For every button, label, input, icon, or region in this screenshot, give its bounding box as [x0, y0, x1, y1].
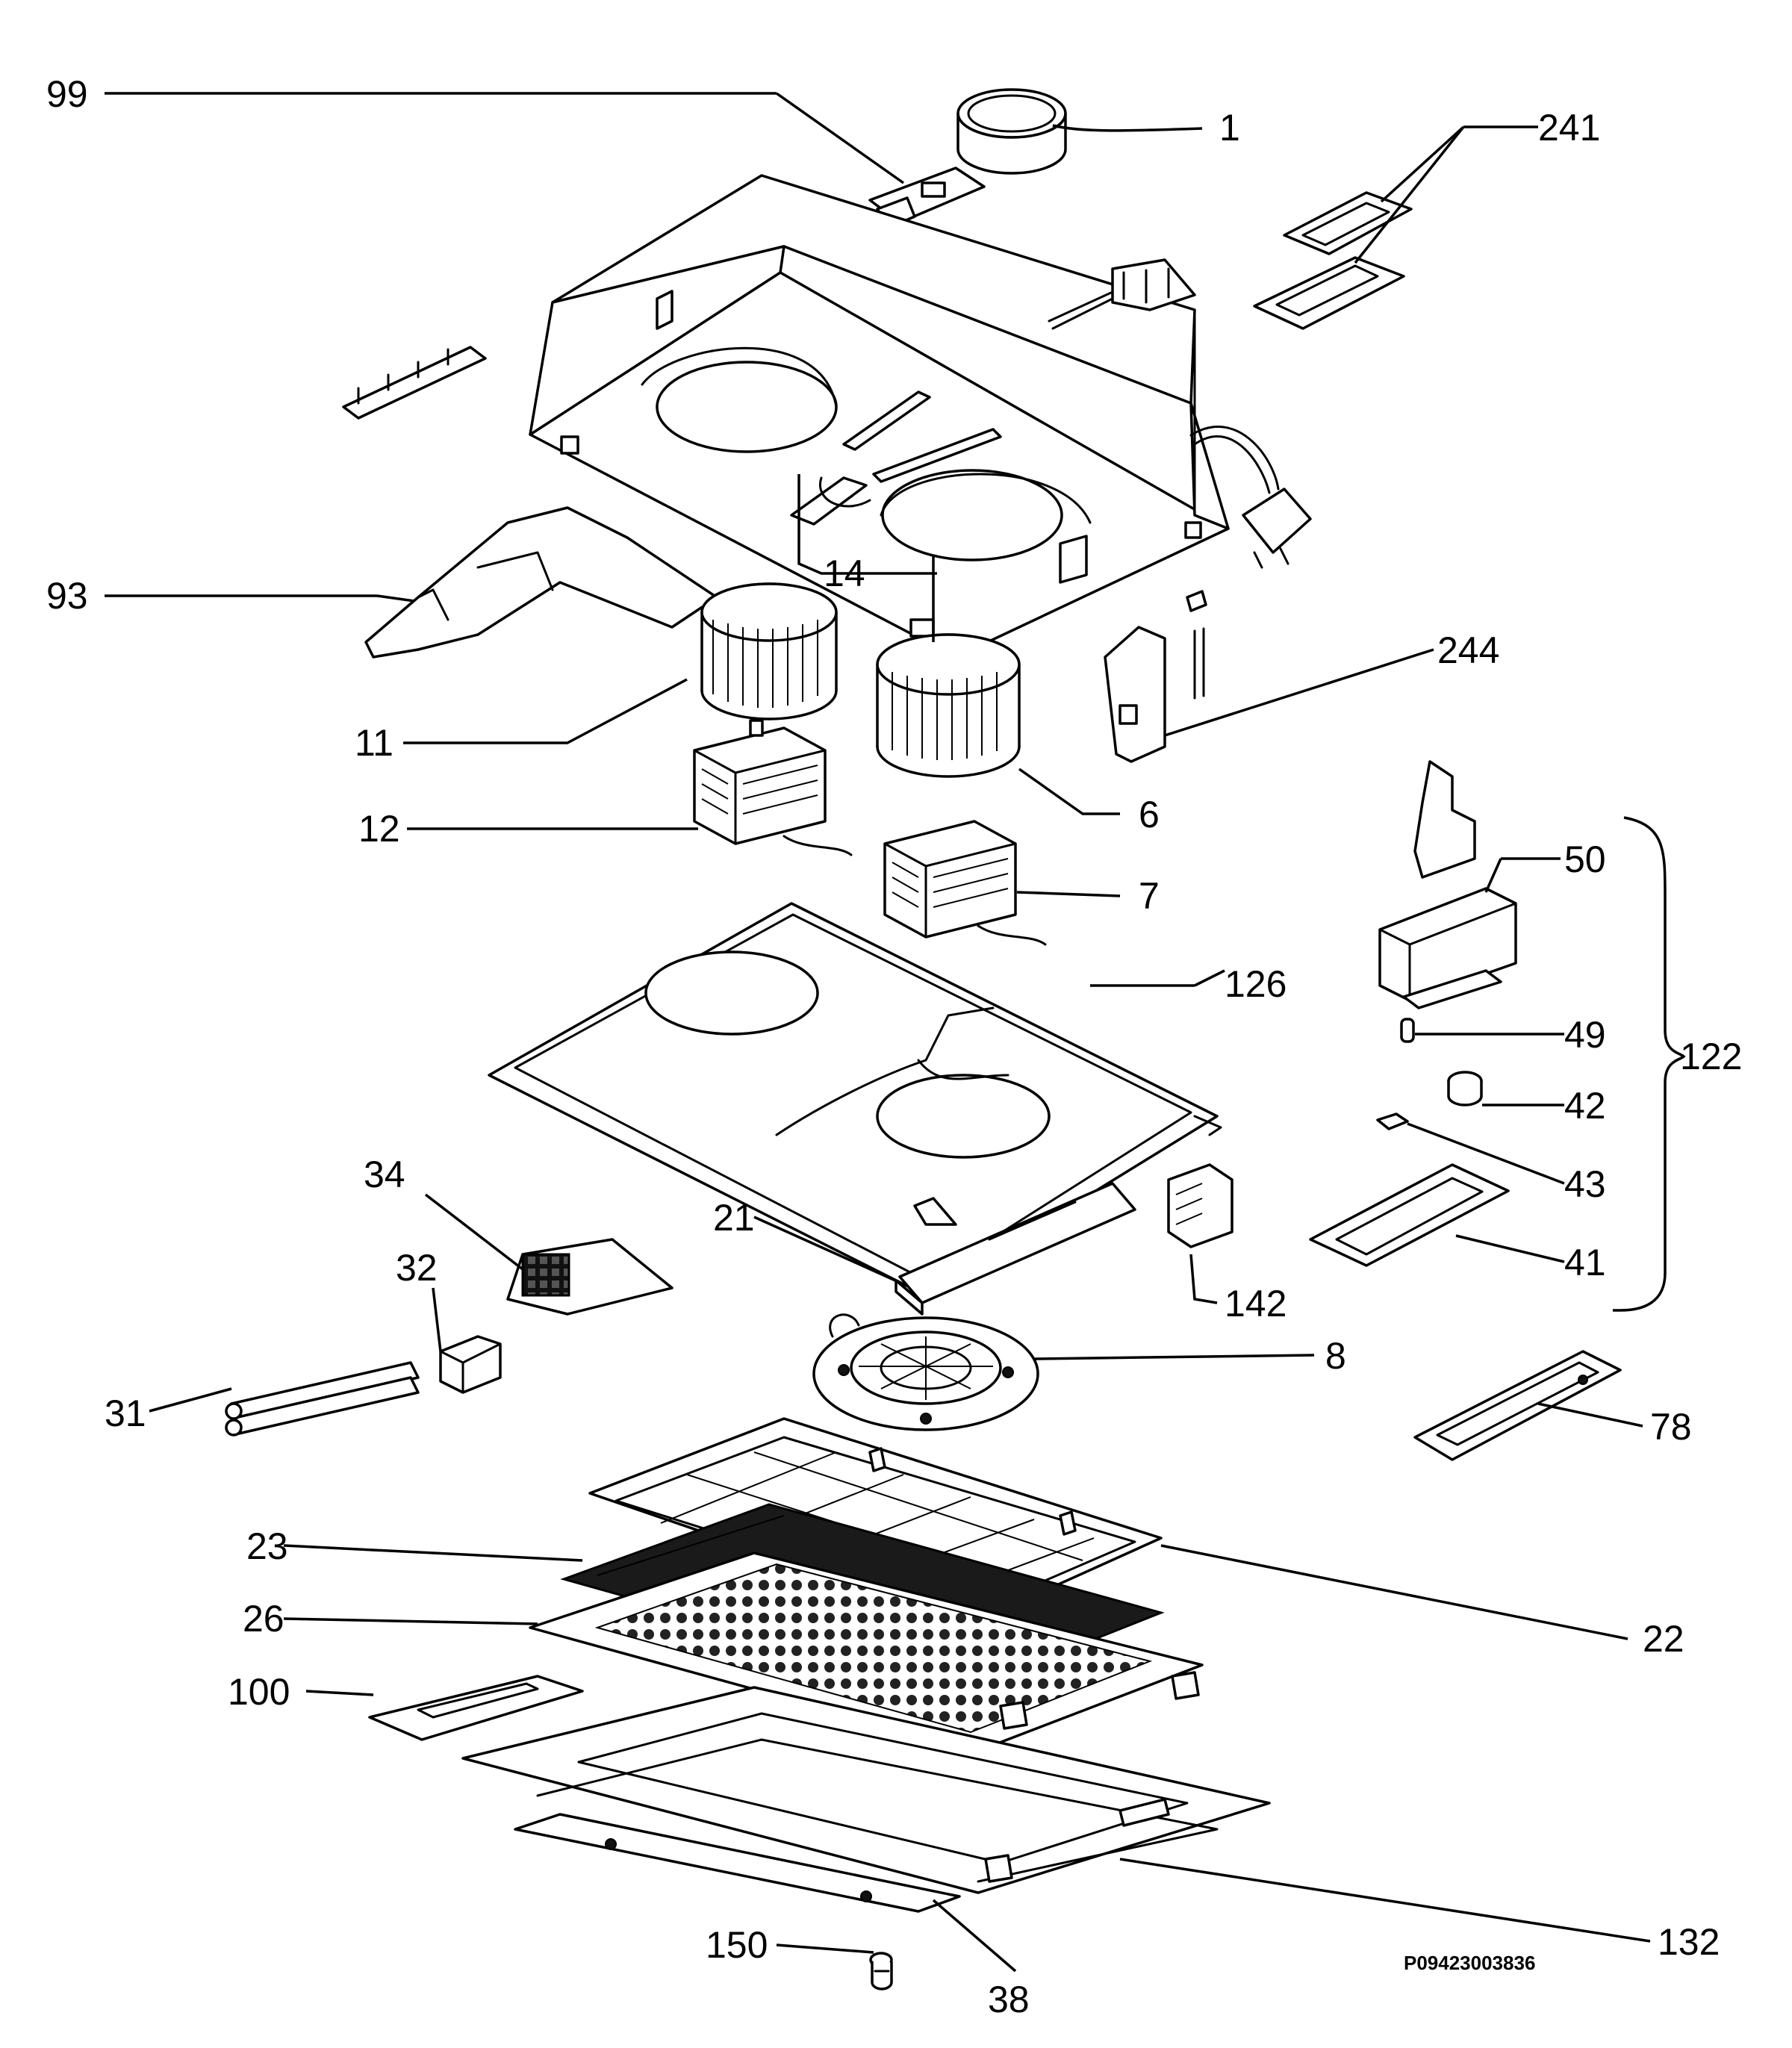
part-34-lamp-cover [506, 1238, 673, 1316]
group-122-bracket [1613, 816, 1686, 1312]
callout-142: 142 [1225, 1283, 1287, 1325]
part-32-lamp-holder [439, 1335, 502, 1394]
part-241-cover-pair [1253, 191, 1413, 330]
callout-49: 49 [1564, 1014, 1606, 1056]
callout-32: 32 [396, 1247, 438, 1289]
part-26-perforated-grid [529, 1551, 1204, 1752]
power-cable-with-plug [1048, 258, 1312, 569]
part-8-motor-flange [812, 1313, 1039, 1431]
callout-150: 150 [706, 1924, 768, 1966]
part-6-fan-wheel-right [876, 633, 1021, 778]
part-150-screw [869, 1952, 893, 1991]
callout-7: 7 [1139, 875, 1160, 917]
part-11-fan-wheel-left [700, 582, 838, 720]
callout-26: 26 [243, 1598, 284, 1640]
part-41-panel [1309, 1163, 1510, 1267]
callout-14: 14 [824, 553, 865, 594]
callout-1: 1 [1219, 107, 1240, 149]
callout-12: 12 [358, 808, 400, 850]
callout-42: 42 [1564, 1085, 1606, 1127]
callout-93: 93 [46, 575, 88, 617]
part-12-motor-left [693, 719, 853, 856]
callout-78: 78 [1650, 1406, 1692, 1448]
part-31-tube-lamp [225, 1361, 420, 1437]
part-132-front-frame [461, 1686, 1271, 1894]
callout-labels: 99 1 241 93 14 244 11 6 12 7 50 126 49 1… [46, 73, 1742, 2020]
part-126-inner-plate [488, 902, 1222, 1297]
callout-11: 11 [355, 722, 393, 764]
callout-43: 43 [1564, 1163, 1606, 1205]
callout-23: 23 [246, 1525, 288, 1567]
part-49-pin [1400, 1018, 1415, 1043]
part-7-motor-right [883, 820, 1047, 946]
callout-99: 99 [46, 73, 88, 115]
callout-50: 50 [1564, 838, 1606, 880]
part-78-cover-plate [1413, 1350, 1622, 1461]
callout-126: 126 [1225, 963, 1287, 1005]
callout-244: 244 [1437, 629, 1499, 671]
callout-100: 100 [228, 1671, 290, 1713]
callout-241: 241 [1538, 107, 1600, 149]
callout-21: 21 [713, 1197, 755, 1239]
part-42-knob [1447, 1071, 1483, 1107]
part-43-clip [1376, 1112, 1409, 1130]
part-244-relay-bracket [1104, 590, 1207, 763]
part-21-strip [895, 1182, 1136, 1316]
main-housing [529, 174, 1230, 659]
callout-22: 22 [1643, 1618, 1684, 1660]
part-142-connector [1167, 1163, 1233, 1248]
part-38-trim-strip [514, 1813, 961, 1913]
callout-132: 132 [1658, 1921, 1720, 1963]
callout-122: 122 [1680, 1036, 1742, 1077]
part-100-profile [368, 1675, 584, 1741]
part-50-control-unit [1378, 760, 1517, 1009]
part-93-mounting-bracket [342, 346, 718, 659]
callout-8: 8 [1325, 1335, 1346, 1377]
part-1-collar-ring [956, 88, 1067, 175]
callout-6: 6 [1139, 794, 1160, 835]
callout-41: 41 [1564, 1242, 1606, 1283]
callout-31: 31 [105, 1392, 146, 1434]
callout-38: 38 [988, 1979, 1030, 2020]
callout-34: 34 [364, 1154, 405, 1195]
leader-lines [105, 92, 1651, 1973]
drawing-code: P09423003836 [1404, 1952, 1535, 1974]
